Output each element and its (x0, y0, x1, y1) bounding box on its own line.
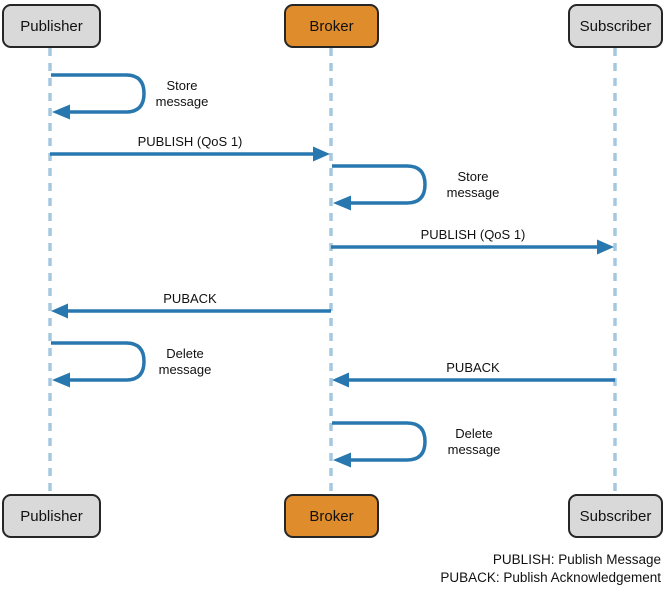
actor-subscriber-bottom: Subscriber (568, 494, 663, 538)
arrowhead-publish-2 (597, 239, 614, 255)
label-store-message-broker: Store message (446, 168, 500, 200)
legend: PUBLISH: Publish Message PUBACK: Publish… (440, 551, 661, 587)
arrowhead-publish-1 (313, 146, 330, 162)
legend-line-puback: PUBACK: Publish Acknowledgement (440, 569, 661, 585)
arrowhead-broker-delete (333, 452, 351, 468)
arrowhead-publisher-delete (52, 372, 70, 388)
label-puback-1: PUBACK (163, 290, 217, 306)
arrowhead-puback-1 (51, 303, 68, 319)
self-loop-publisher-delete (51, 341, 146, 382)
actor-publisher-top-label: Publisher (20, 17, 83, 35)
actor-subscriber-top-label: Subscriber (579, 17, 652, 35)
self-loop-publisher-store (51, 73, 146, 114)
self-loop-broker-store (332, 164, 427, 205)
actor-broker-bottom: Broker (284, 494, 379, 538)
arrowhead-puback-2 (332, 372, 349, 388)
arrowhead-publisher-store (52, 104, 70, 120)
actor-publisher-top: Publisher (2, 4, 101, 48)
actor-broker-top: Broker (284, 4, 379, 48)
label-puback-2: PUBACK (446, 359, 500, 375)
actor-subscriber-top: Subscriber (568, 4, 663, 48)
actor-publisher-bottom: Publisher (2, 494, 101, 538)
actor-broker-bottom-label: Broker (309, 507, 354, 525)
arrowhead-broker-store (333, 195, 351, 211)
legend-line-publish: PUBLISH: Publish Message (492, 552, 661, 567)
actor-publisher-bottom-label: Publisher (20, 507, 83, 525)
label-publish-qos1-2: PUBLISH (QoS 1) (420, 226, 526, 242)
self-loop-broker-delete (332, 421, 427, 462)
label-store-message-publisher: Store message (155, 77, 209, 109)
actor-broker-top-label: Broker (309, 17, 354, 35)
label-delete-message-publisher: Delete message (158, 345, 212, 377)
actor-subscriber-bottom-label: Subscriber (579, 507, 652, 525)
label-delete-message-broker: Delete message (447, 425, 501, 457)
label-publish-qos1-1: PUBLISH (QoS 1) (137, 133, 243, 149)
